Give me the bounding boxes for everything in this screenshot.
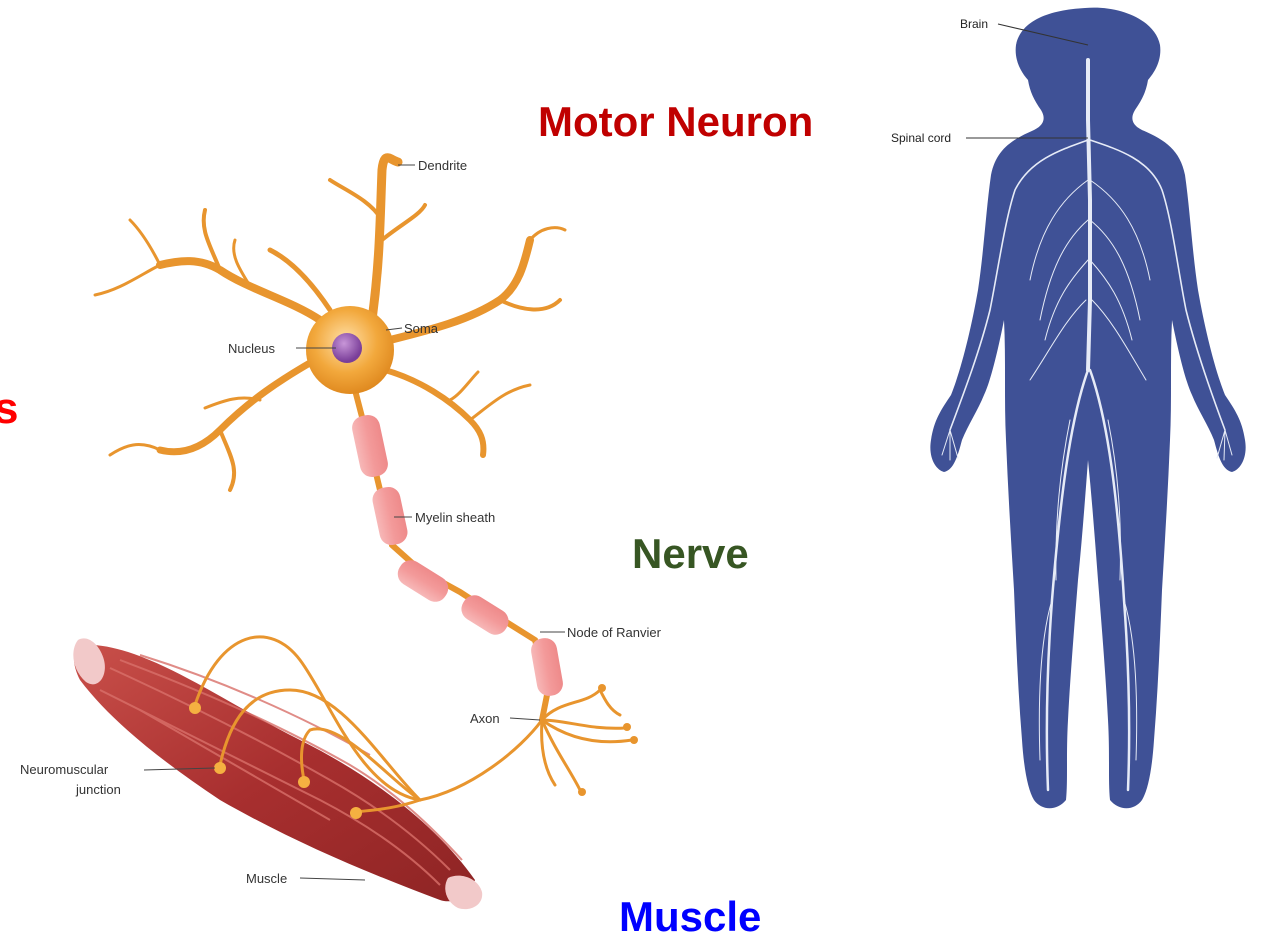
muscle-fiber-bundle [73, 638, 482, 909]
label-junction: junction [75, 782, 121, 797]
label-nucleus: Nucleus [228, 341, 275, 356]
label-brain: Brain [960, 17, 988, 31]
myelin-sheaths [350, 413, 565, 698]
axon-terminals [542, 690, 632, 790]
nervous-system-illustration: Brain Spinal cord [880, 0, 1266, 937]
label-dendrite: Dendrite [418, 158, 467, 173]
label-myelin-sheath: Myelin sheath [415, 510, 495, 525]
label-node-of-ranvier: Node of Ranvier [567, 625, 662, 640]
motor-neuron-illustration: Dendrite Soma Nucleus Myelin sheath Node… [0, 0, 880, 937]
label-neuromuscular: Neuromuscular [20, 762, 109, 777]
axon-fiber [355, 390, 548, 720]
label-soma: Soma [404, 321, 439, 336]
nucleus [332, 333, 362, 363]
label-muscle: Muscle [246, 871, 287, 886]
label-axon: Axon [470, 711, 500, 726]
label-spinal-cord: Spinal cord [891, 131, 951, 145]
